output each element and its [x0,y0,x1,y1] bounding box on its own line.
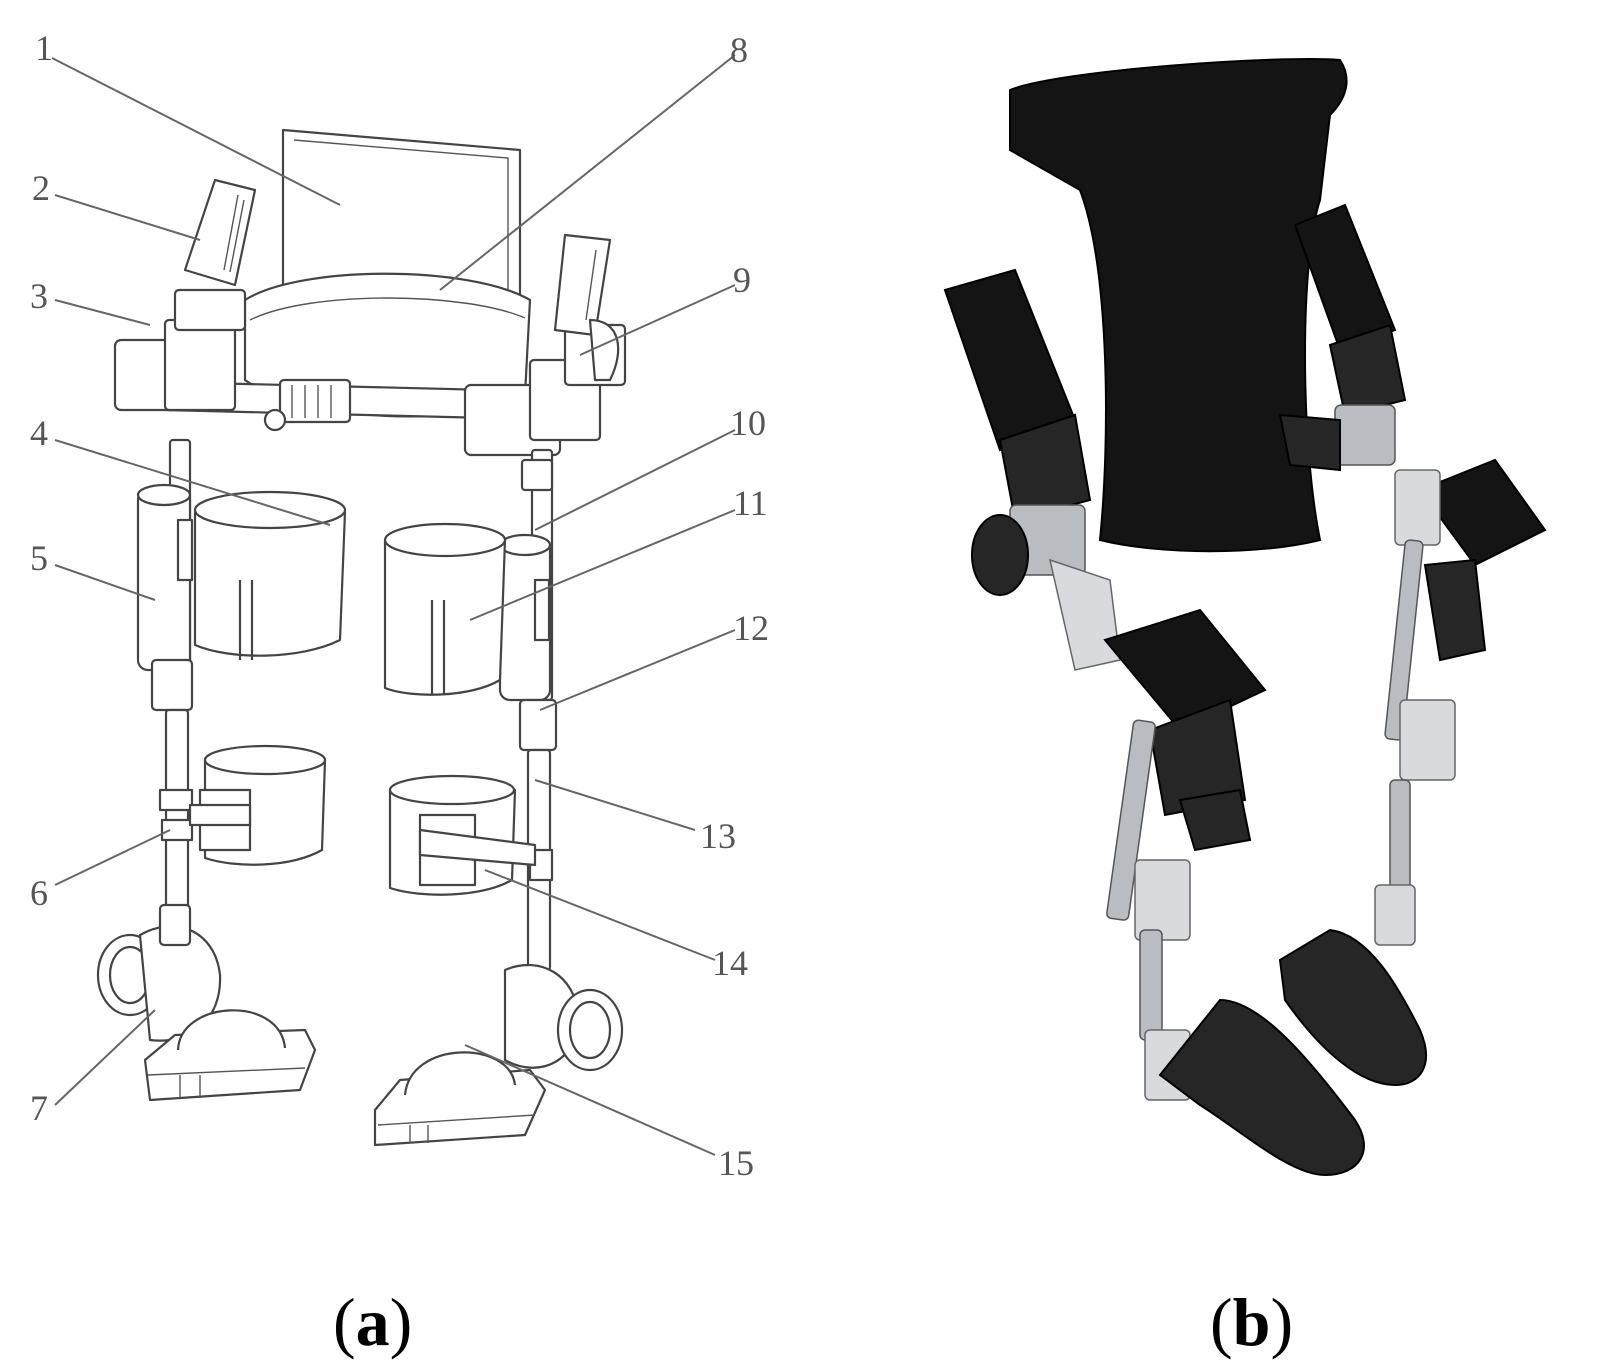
callout-2: 2 [32,168,50,208]
callout-4: 4 [30,413,48,453]
callout-6: 6 [30,873,48,913]
callout-13: 13 [700,816,736,856]
callout-7: 7 [30,1088,48,1128]
callout-10: 10 [730,403,766,443]
callout-3: 3 [30,276,48,316]
panel-a-drawing [96,128,627,1147]
callout-14: 14 [712,943,748,983]
callout-5: 5 [30,538,48,578]
panel-label-a: (a) [333,1284,412,1360]
callout-8: 8 [730,30,748,70]
callout-leaders [51,54,736,1156]
callout-9: 9 [733,260,751,300]
callout-numbers: 1 2 3 4 5 6 7 8 9 10 11 12 13 14 15 [30,28,769,1183]
callout-11: 11 [733,483,768,523]
callout-1: 1 [35,28,53,68]
callout-15: 15 [718,1143,754,1183]
callout-12: 12 [733,608,769,648]
panel-b-photo [943,58,1547,1177]
panel-label-b: (b) [1210,1284,1293,1360]
